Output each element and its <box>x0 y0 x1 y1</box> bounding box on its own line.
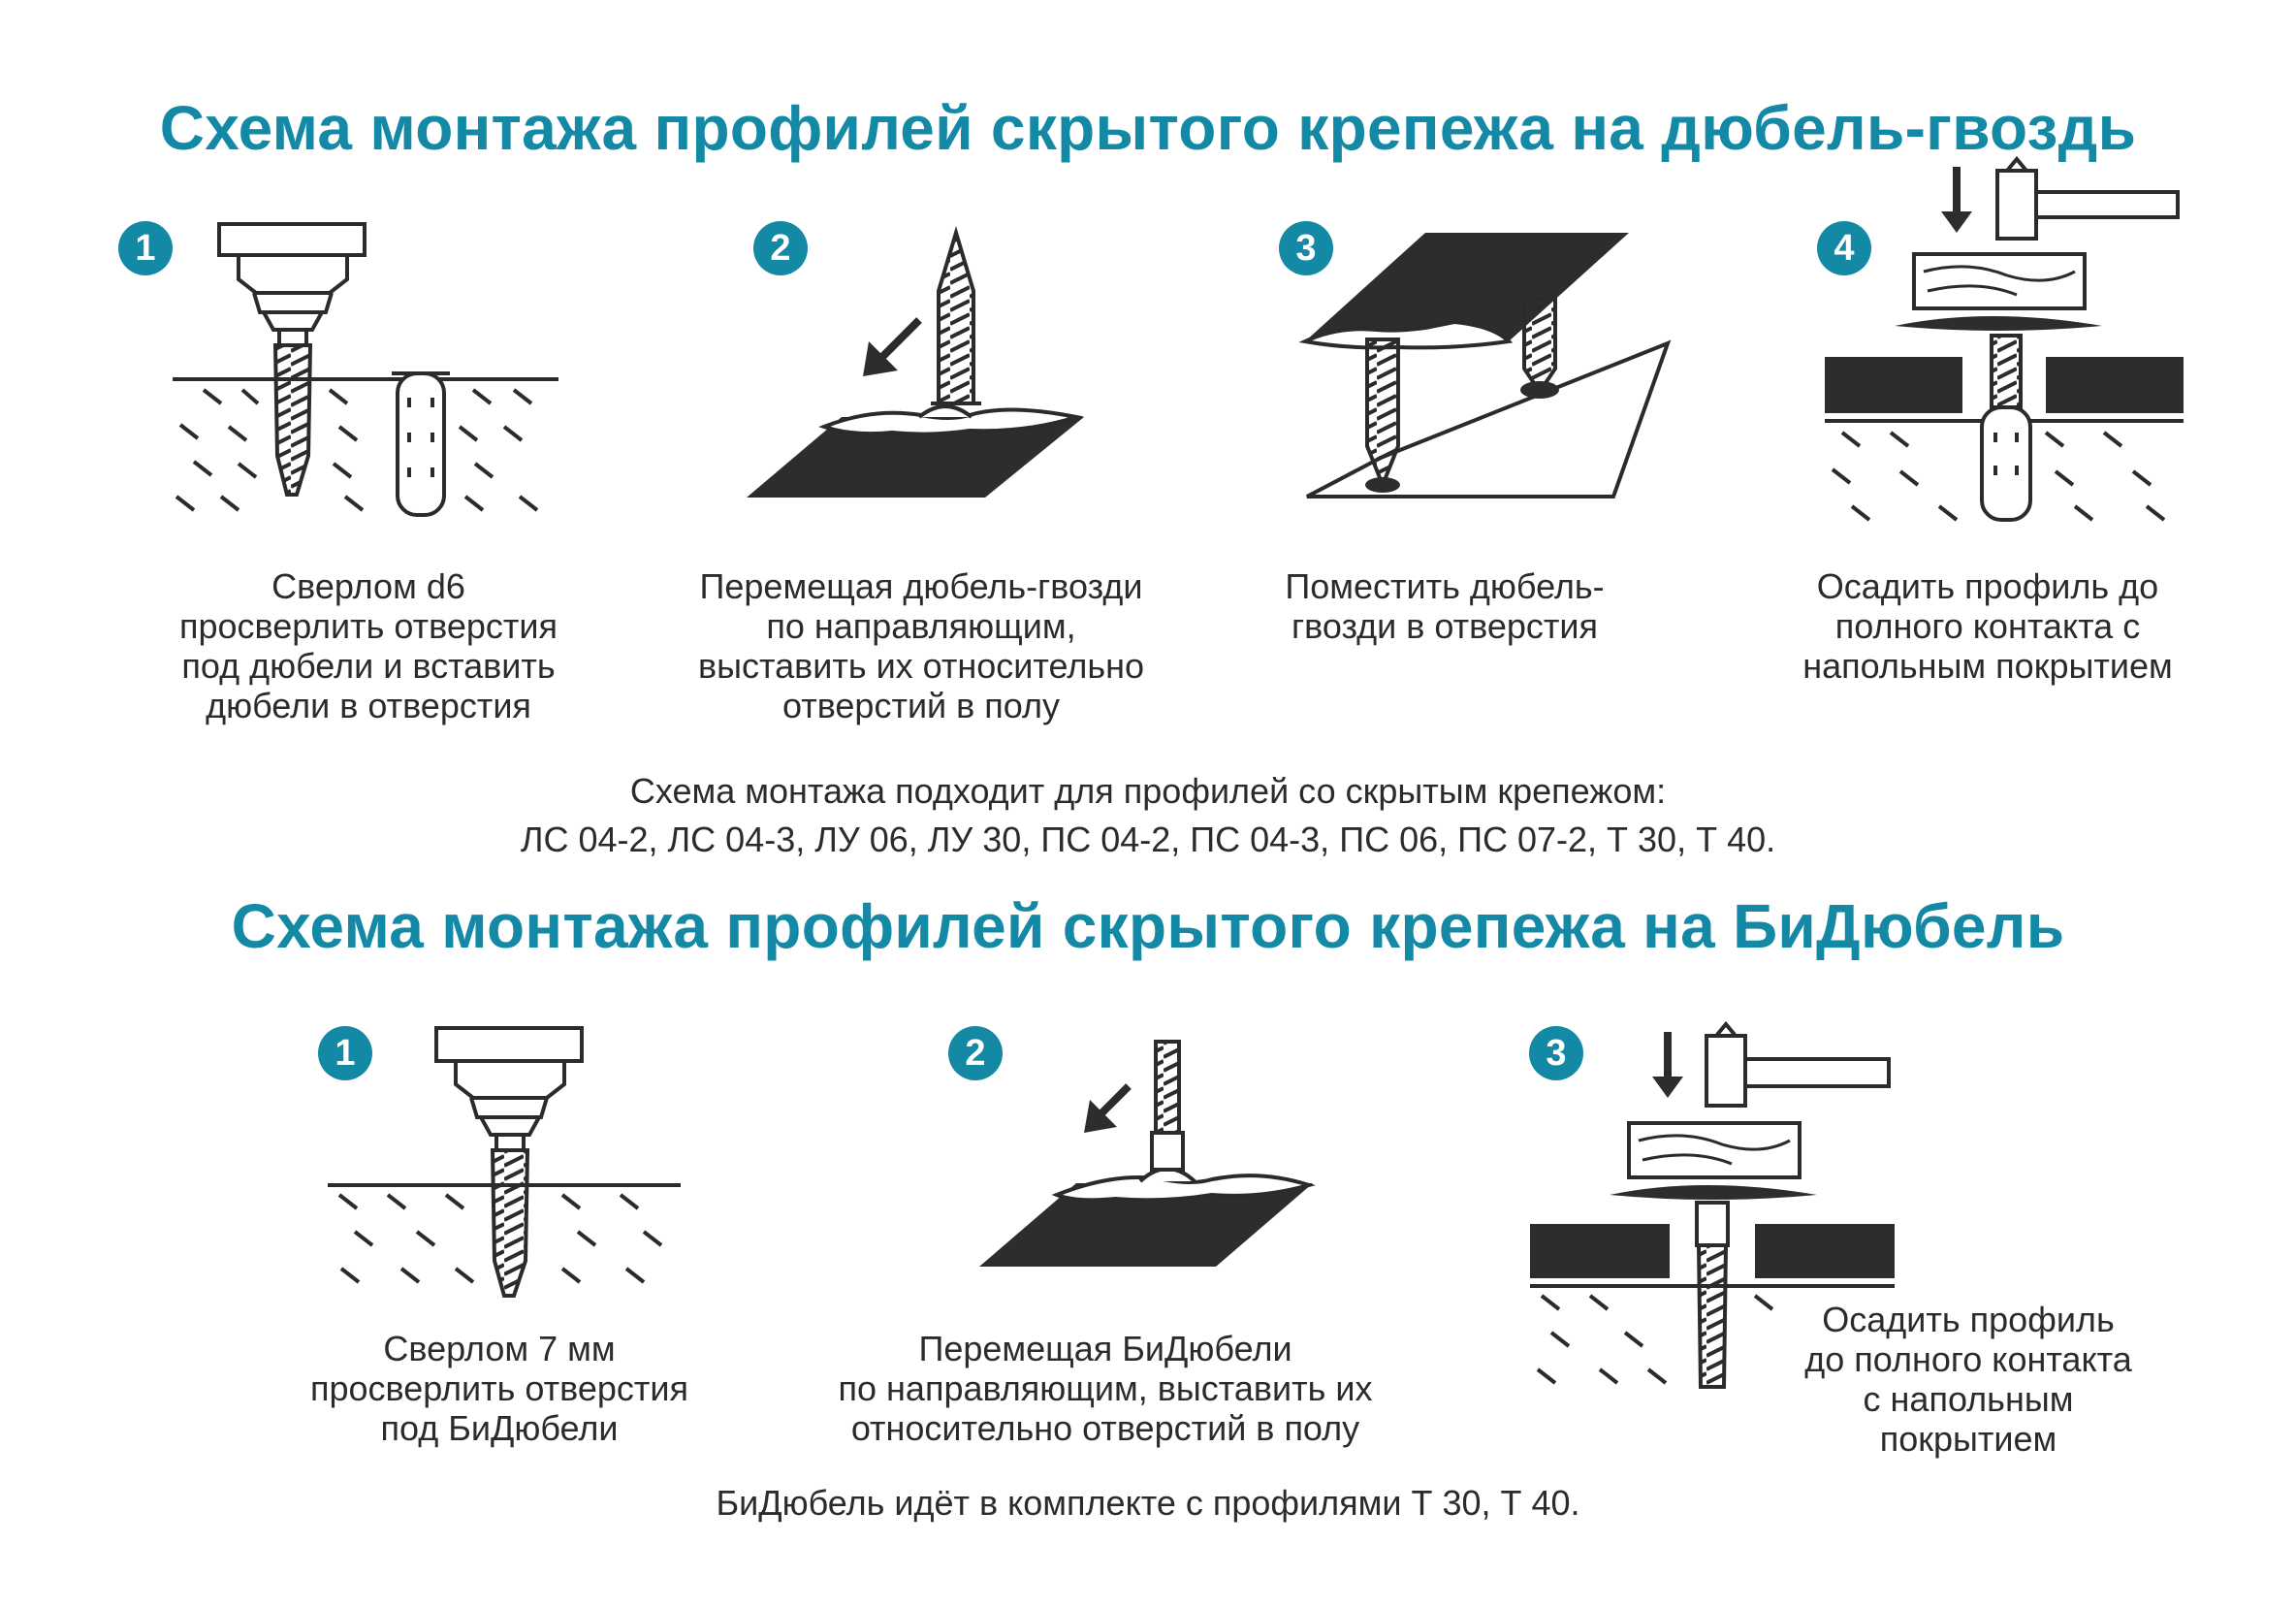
compatibility-note-line2: ЛС 04-2, ЛС 04-3, ЛУ 06, ЛУ 30, ПС 04-2,… <box>520 820 1776 859</box>
step-badge-2: 2 <box>753 221 808 275</box>
bidowel-step1-caption: Сверлом 7 мм просверлить отверстия под Б… <box>309 1329 688 1448</box>
bidowel-kit-note: БиДюбель идёт в комплекте с профилями Т … <box>716 1483 1580 1523</box>
profile-placement-illustration <box>1298 233 1672 498</box>
drill-illustration-2 <box>328 1026 681 1298</box>
step-badge-1: 1 <box>118 221 173 275</box>
drill-illustration-1 <box>173 222 558 517</box>
compatibility-note-line1: Схема монтажа подходит для профилей со с… <box>629 771 1667 811</box>
step2-caption: Перемещая дюбель-гвозди по направляющим,… <box>697 566 1144 725</box>
bidowel-step-badge-2: 2 <box>948 1026 1003 1080</box>
soil-hatch-7 <box>1536 1294 1774 1385</box>
section2-title: Схема монтажа профилей скрытого крепежа … <box>231 891 2065 961</box>
step1-caption: Сверлом d6 просверлить отверстия под дюб… <box>178 566 558 725</box>
section1-title: Схема монтажа профилей скрытого крепежа … <box>159 93 2137 163</box>
hammer-setting-illustration <box>1825 155 2184 522</box>
soil-hatch-5 <box>337 1193 663 1284</box>
bidowel-step2-caption: Перемещая БиДюбели по направляющим, выст… <box>838 1329 1373 1448</box>
step4-caption: Осадить профиль до полного контакта с на… <box>1802 566 2173 686</box>
dowel-nail-illustration <box>747 226 1084 498</box>
soil-hatch-4 <box>1831 431 2166 522</box>
bidowel-step-badge-3: 3 <box>1529 1026 1583 1080</box>
bidowel-illustration <box>979 1040 1316 1267</box>
bidowel-step-badge-1: 1 <box>318 1026 372 1080</box>
step-badge-4: 4 <box>1817 221 1871 275</box>
step-badge-3: 3 <box>1279 221 1333 275</box>
soil-hatch-1 <box>175 388 539 512</box>
step3-caption: Поместить дюбель- гвозди в отверстия <box>1285 566 1605 646</box>
bidowel-step3-caption: Осадить профиль до полного контакта с на… <box>1804 1300 2132 1459</box>
bidowel-hammer-illustration <box>1530 1020 1895 1389</box>
